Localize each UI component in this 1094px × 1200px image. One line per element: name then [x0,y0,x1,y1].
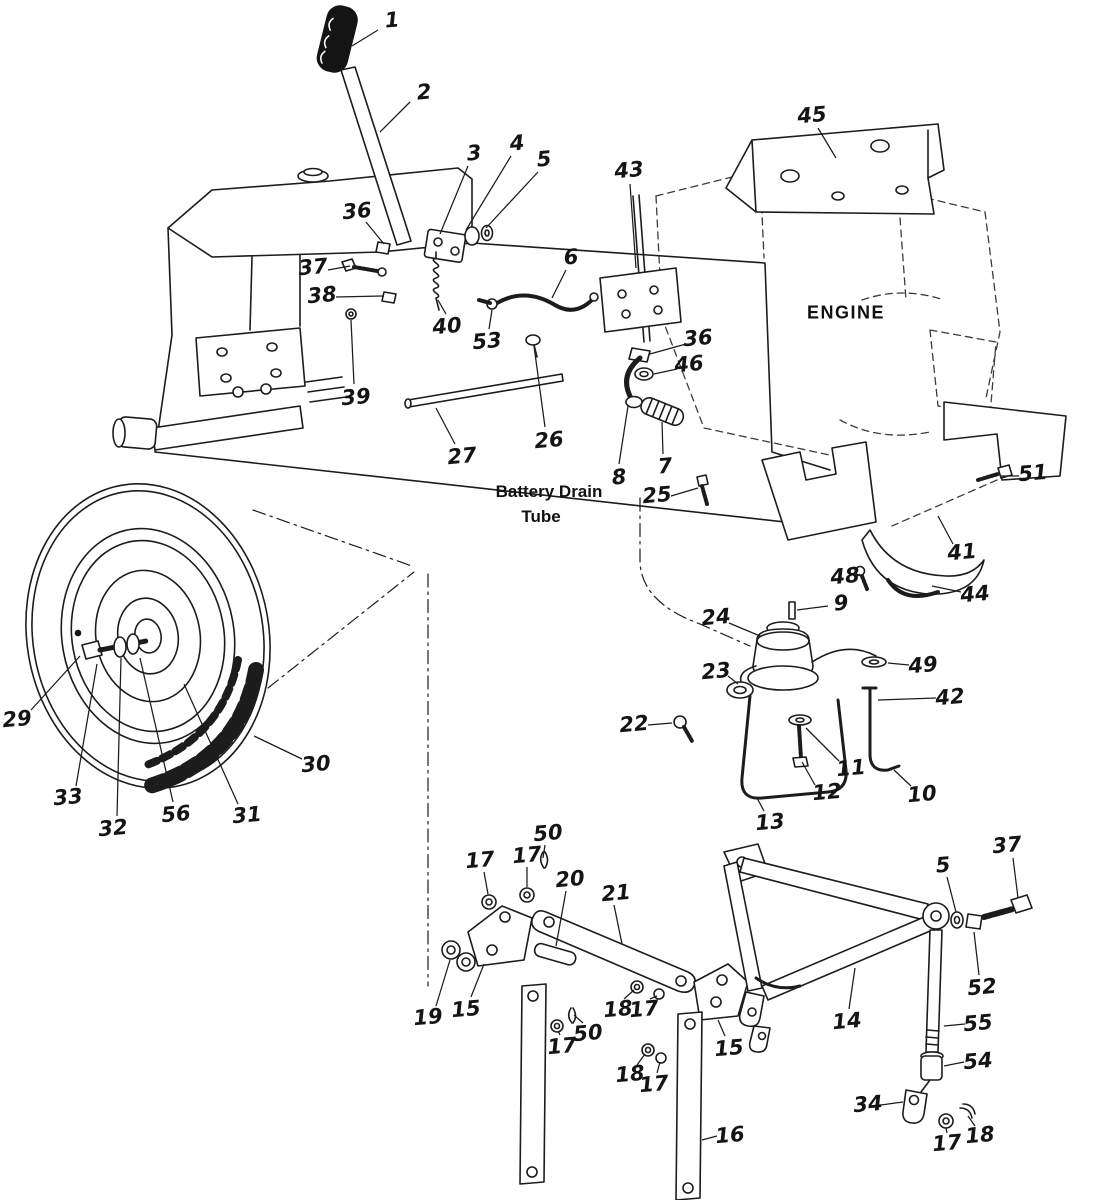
lift-arm-assembly [723,843,1033,1129]
leader-lines [30,29,1019,1141]
lower-link-assembly [441,851,749,1200]
belt-guard [854,529,985,598]
engine-bracket [725,123,945,215]
centerlines [252,497,751,987]
wheel-assembly [25,483,271,794]
chassis-frame [112,167,1067,541]
engine-mount-assembly [673,601,901,800]
lever-grip [316,5,358,73]
shift-lever [316,5,494,320]
battery-drain-parts [477,194,709,506]
engine-outline [655,169,1001,527]
